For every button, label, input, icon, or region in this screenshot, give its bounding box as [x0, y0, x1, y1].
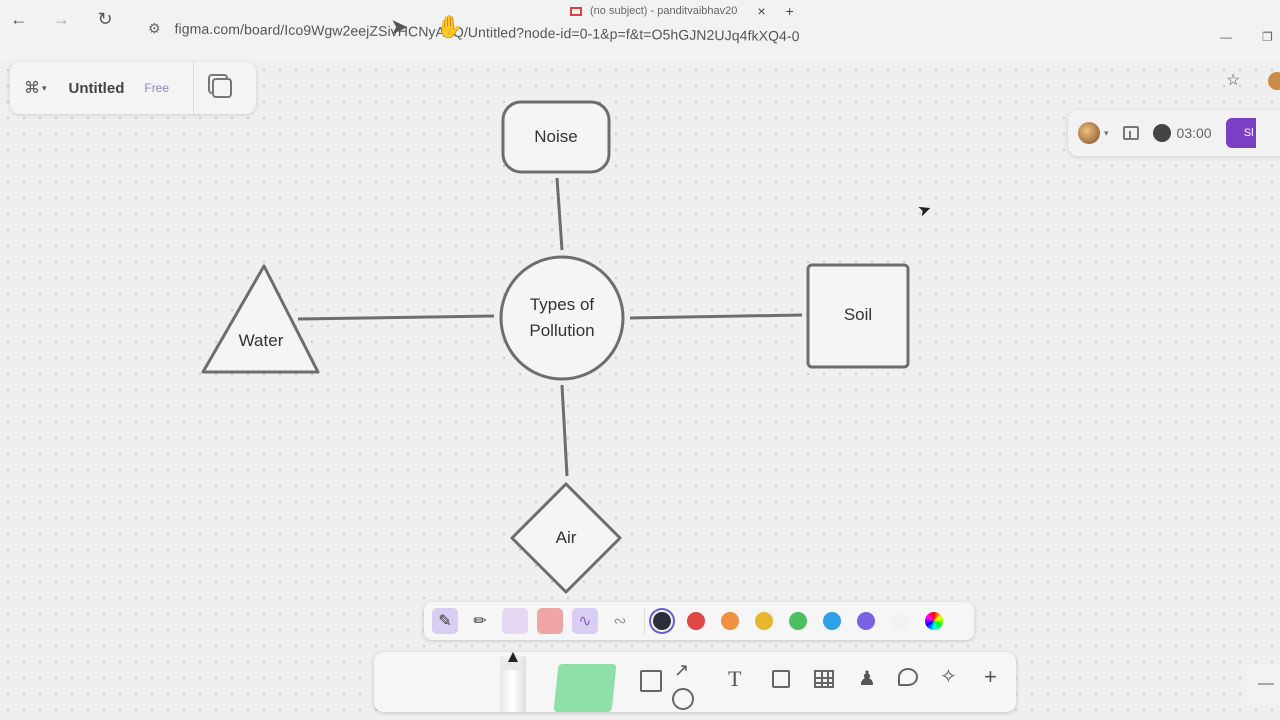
marker-nib [508, 652, 518, 662]
highlighter-tool-icon[interactable] [502, 608, 528, 634]
rectangle-shape-icon[interactable] [640, 670, 662, 692]
tab-strip: (no subject) - panditvaibhav20 × + [560, 0, 804, 22]
marker-tool-icon[interactable]: ✏ [473, 613, 487, 630]
layers-icon[interactable] [212, 78, 233, 98]
water-triangle-shape[interactable] [201, 264, 320, 374]
node-label-air[interactable]: Air [555, 528, 577, 547]
node-label-center[interactable]: Types of Pollution [510, 292, 614, 344]
layout-icon[interactable] [1122, 126, 1139, 140]
center-label-line: Pollution [529, 321, 595, 340]
file-toolbar: ⌘▾ Untitled Free [10, 62, 256, 114]
restore-button[interactable]: ❐ [1262, 30, 1273, 44]
air-diamond-shape[interactable] [510, 482, 622, 594]
color-swatch[interactable] [687, 612, 705, 630]
chevron-down-icon[interactable]: ▾ [1104, 127, 1109, 138]
zoom-out-button[interactable]: — [1246, 664, 1280, 704]
sticky-note-tool[interactable] [553, 664, 617, 712]
connector-bottom[interactable] [560, 384, 569, 477]
select-tool-icon[interactable]: ➤ [390, 14, 409, 39]
new-tab-button[interactable]: + [785, 3, 794, 19]
divider [644, 608, 645, 634]
forward-button[interactable]: → [52, 8, 70, 29]
ai-sparkle-icon[interactable]: ✧ [940, 666, 957, 688]
connector-left[interactable] [297, 314, 495, 321]
timer-icon [1152, 124, 1171, 142]
minimize-button[interactable]: — [1220, 30, 1232, 44]
more-tools-icon[interactable]: + [984, 664, 997, 689]
share-button[interactable]: Sl [1225, 118, 1256, 148]
node-label-noise[interactable]: Noise [534, 127, 578, 146]
tab-close-button[interactable]: × [757, 3, 766, 19]
tab-gmail[interactable]: (no subject) - panditvaibhav20 [560, 5, 747, 17]
file-name[interactable]: Untitled [68, 79, 125, 97]
color-swatch[interactable] [721, 612, 739, 630]
plan-badge[interactable]: Free [144, 81, 170, 95]
hand-tool-icon[interactable]: ✋ [436, 14, 464, 39]
profile-avatar[interactable] [1268, 72, 1280, 90]
text-tool-icon[interactable]: T [728, 666, 742, 691]
chevron-down-icon: ▾ [42, 82, 47, 93]
color-swatch[interactable] [653, 612, 671, 630]
drawing-options-bar: ✎ ✏ ∿ ∾ [424, 602, 974, 640]
pen-tool-icon[interactable]: ✎ [432, 608, 458, 634]
collaboration-toolbar: ▾ 03:00 Sl [1068, 110, 1280, 156]
center-label-line: Types of [529, 295, 595, 314]
comment-tool-icon[interactable] [898, 668, 918, 686]
connector-right[interactable] [629, 313, 803, 320]
back-button[interactable]: ← [10, 8, 28, 29]
circle-shape-icon[interactable] [672, 688, 694, 710]
tab-title: (no subject) - panditvaibhav20 [590, 5, 738, 17]
color-picker-icon[interactable] [925, 612, 943, 630]
center-circle-shape[interactable] [499, 255, 625, 381]
node-label-soil[interactable]: Soil [843, 305, 873, 324]
color-swatch[interactable] [857, 612, 875, 630]
timer[interactable]: 03:00 [1152, 124, 1212, 142]
divider [193, 62, 195, 114]
arrow-connector-icon[interactable]: ↗ [674, 660, 690, 680]
smooth-stroke-icon[interactable]: ∾ [613, 613, 627, 630]
timer-value: 03:00 [1176, 125, 1212, 141]
gmail-icon [570, 6, 582, 16]
color-swatch[interactable] [789, 612, 807, 630]
stamp-tool-icon[interactable]: ♟ [858, 668, 876, 690]
color-swatches [653, 612, 925, 630]
reload-button[interactable]: ↻ [97, 8, 113, 29]
soil-square-shape[interactable] [806, 263, 910, 369]
noise-rounded-rect-shape[interactable] [501, 100, 611, 174]
color-swatch[interactable] [823, 612, 841, 630]
figma-menu-icon[interactable]: ⌘▾ [24, 80, 47, 97]
freehand-stroke-icon[interactable]: ∿ [572, 608, 598, 634]
main-toolbar [374, 652, 1016, 712]
user-avatar[interactable] [1078, 122, 1100, 144]
color-swatch[interactable] [891, 612, 909, 630]
bookmark-star-icon[interactable]: ☆ [1226, 72, 1241, 89]
color-swatch[interactable] [755, 612, 773, 630]
section-tool-icon[interactable] [772, 670, 790, 688]
eraser-tool-icon[interactable] [537, 608, 563, 634]
node-label-water[interactable]: Water [238, 331, 284, 350]
connector-top[interactable] [555, 177, 564, 251]
browser-chrome [0, 0, 1280, 62]
table-tool-icon[interactable] [814, 670, 834, 688]
